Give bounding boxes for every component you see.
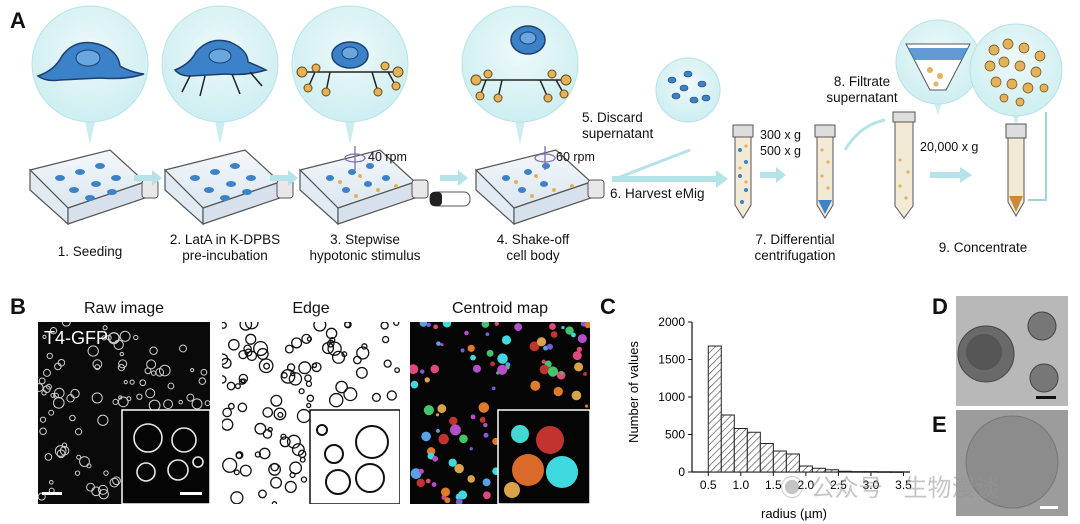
micrograph-e [956,410,1068,516]
panel-label-b: B [10,294,26,319]
concentrate-label: 9. Concentrate [938,240,1028,255]
histogram-bar [889,471,904,473]
centrifuge-tube-2 [814,124,836,219]
centrifuge-tube-1 [732,124,754,219]
centroid-title: Centroid map [451,300,549,317]
x-tick-label: 1.5 [765,478,782,492]
magnify-bubble-4 [461,5,579,145]
histogram-bar [759,443,774,473]
panel-label-a: A [10,8,26,33]
funnel-bubble [895,19,981,115]
panel-label-e: E [932,412,947,437]
watermark: ◉ 公众号 生物漫谈 [780,475,1000,502]
x-tick-label: 0.5 [700,478,717,492]
x-tick-label: 2.5 [830,478,847,492]
x-tick-label: 2.0 [798,478,815,492]
micrograph-d [956,296,1068,406]
panel-label-c: C [600,294,616,319]
edge-image [222,322,400,504]
x-tick-label: 1.0 [732,478,749,492]
histogram-bar [707,345,722,473]
radius-histogram: Number of values 0 500 1000 1500 2000 0.5 1.0 1… [626,315,912,521]
panel-a-illustration [28,5,1063,226]
y-tick-label: 1000 [658,390,685,404]
rpm-label-1: 40 rpm [368,150,407,164]
spin-label-3: 20,000 x g [920,140,979,154]
magnify-bubble-2 [161,5,279,145]
culture-flask-4 [474,149,605,226]
panel-label-d: D [932,294,948,319]
centrifuge-tube-final [1005,112,1047,218]
raw-image-title: Raw image [83,300,165,317]
histogram-bar [785,453,800,473]
harvest-label: 6. Harvest eMig [610,186,705,201]
y-tick-label: 2000 [658,315,685,329]
watermark-icon: ◉ [780,475,804,502]
step-arrows [134,118,972,188]
magnify-bubble-1 [31,5,149,145]
stain-label: T4-GFP [44,328,109,348]
y-tick-label: 500 [665,428,685,442]
x-tick-label: 3.0 [863,478,880,492]
centroid-map [410,322,590,504]
x-tick-label: 3.5 [895,478,912,492]
rpm-label-2: 60 rpm [556,150,595,164]
raw-image [38,322,210,504]
rotate-icon-1 [344,146,366,170]
edge-title: Edge [292,300,330,317]
discard-bubble [655,57,721,123]
chart-bars [707,345,904,473]
rotate-icon-2 [534,146,556,170]
y-tick-label: 1500 [658,353,685,367]
step-label-1: 1. Seeding [57,244,123,259]
magnify-bubble-3 [291,5,409,145]
pipette-icon [429,191,471,207]
y-axis-label: Number of values [626,341,641,443]
chart-axes: 0 500 1000 1500 2000 0.5 1.0 1.5 2.0 2.5 3.0 3.5 [658,315,912,492]
histogram-bar [720,414,735,473]
filter-tube [892,111,916,219]
culture-flask-2 [163,149,294,226]
culture-flask-1 [28,149,159,226]
concentrate-bubble [969,23,1063,126]
histogram-bar [746,431,761,473]
x-axis-label: radius (µm) [761,506,827,521]
histogram-bar [733,428,748,473]
y-tick-label: 0 [678,465,685,479]
culture-flask-3 [298,149,471,226]
